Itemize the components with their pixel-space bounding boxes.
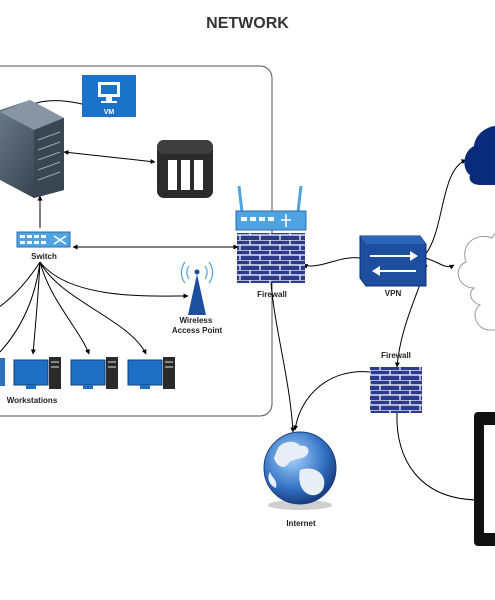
vm-node[interactable]: VM xyxy=(82,75,136,117)
wap-label: Wireless Access Point xyxy=(172,316,223,335)
link-vpn-cloud-top xyxy=(424,159,467,256)
firewall-main-icon[interactable] xyxy=(237,233,305,283)
wap-label-line1: Wireless xyxy=(179,316,212,325)
link-switch-wap xyxy=(39,261,189,299)
server-rack-icon[interactable] xyxy=(0,100,64,198)
wap-label-line2: Access Point xyxy=(172,326,223,335)
workstation-2[interactable] xyxy=(70,357,118,389)
cloud-outline-icon[interactable] xyxy=(457,228,495,331)
network-switch-icon[interactable] xyxy=(16,231,71,248)
firewall-main-label: Firewall xyxy=(257,290,287,299)
globe-icon[interactable] xyxy=(263,431,337,510)
link-firewall2-device xyxy=(396,411,481,503)
router-icon[interactable] xyxy=(235,185,307,231)
switch-label: Switch xyxy=(31,252,57,261)
tablet-icon[interactable] xyxy=(474,412,495,546)
vm-label: VM xyxy=(104,109,115,116)
link-switch-ws-3 xyxy=(39,261,90,355)
link-switch-ws-4 xyxy=(39,261,147,355)
link-vpn-cloud-mid xyxy=(424,257,455,270)
workstations-label: Workstations xyxy=(7,396,58,405)
connections xyxy=(0,100,481,503)
link-firewall2-internet xyxy=(293,371,371,431)
diagram-title: NETWORK xyxy=(206,15,289,32)
link-firewall-internet xyxy=(270,282,296,433)
nas-storage-icon[interactable] xyxy=(157,140,213,198)
workstation-1[interactable] xyxy=(13,357,61,389)
wireless-tower-icon[interactable] xyxy=(180,261,214,315)
vpn-icon[interactable] xyxy=(359,235,427,287)
internet-label: Internet xyxy=(286,519,316,528)
workstation-3[interactable] xyxy=(127,357,175,389)
workstation-partial[interactable] xyxy=(0,358,5,386)
link-server-storage xyxy=(63,150,156,164)
link-switch-left xyxy=(0,261,41,308)
cloud-dark-icon[interactable] xyxy=(464,125,495,185)
firewall-secondary-icon[interactable] xyxy=(370,367,422,413)
link-switch-ws-1 xyxy=(0,261,41,353)
link-switch-ws-2 xyxy=(30,261,41,355)
link-firewall-vpn xyxy=(302,257,361,269)
vpn-label: VPN xyxy=(385,289,402,298)
firewall-secondary-label: Firewall xyxy=(381,351,411,360)
